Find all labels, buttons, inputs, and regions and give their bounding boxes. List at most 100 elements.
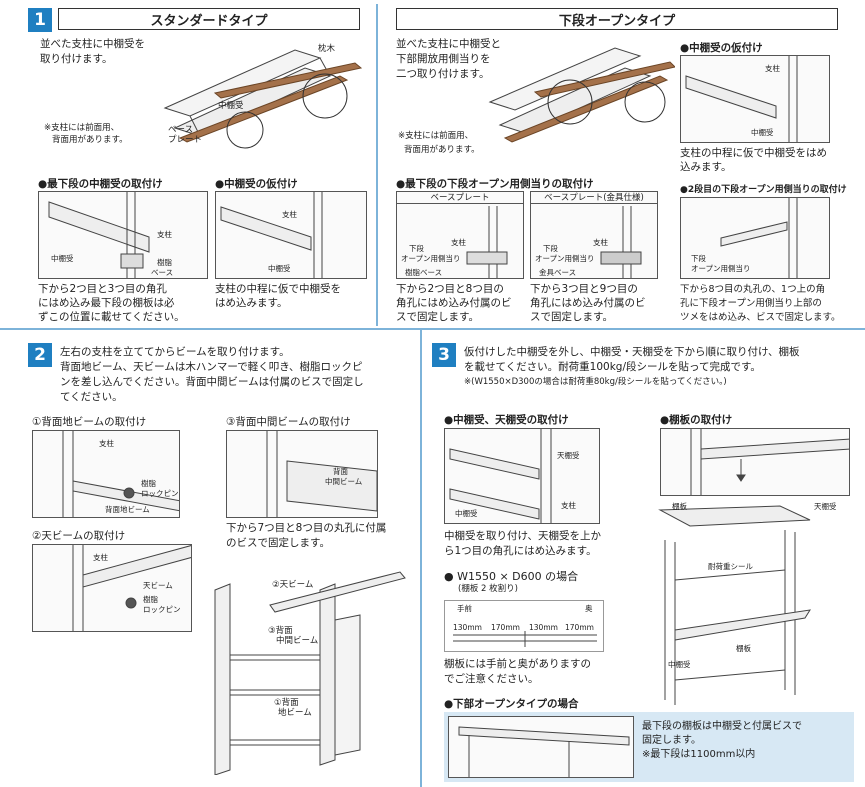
s2-f2-figure: 支柱 天ビーム 樹脂 ロックピン: [32, 544, 192, 632]
fig-label-open-2: オープン用側当り: [691, 264, 751, 273]
s3-cap1-1: 中棚受を取り付け、天棚受を上か: [444, 530, 601, 542]
fig-label-nakatana: 中棚受: [751, 128, 774, 137]
sub-title-a: ベースプレート: [397, 193, 523, 204]
fig-label-shichu: 支柱: [593, 238, 608, 247]
s1b-cap-b-3: スで固定します。: [530, 311, 613, 323]
step-1-badge: 1: [28, 8, 52, 32]
divider-vertical-bottom: [420, 330, 422, 787]
step-2-badge: 2: [28, 343, 52, 367]
s1-bottom-figure: 支柱 中棚受 樹脂 ベース: [38, 191, 208, 279]
fig-label-beam: 天ビーム: [143, 581, 173, 590]
s3-cap1-2: ら1つ目の角孔にはめ込みます。: [444, 545, 597, 557]
fig-label-tanaita-2: 棚板: [736, 644, 751, 653]
fig-label-shichu: 支柱: [99, 439, 114, 448]
s2-cap3-1: 下から7つ目と8つ目の丸孔に付属: [226, 522, 387, 534]
dim-1: 130mm: [453, 623, 482, 632]
s3-shelf-illustration: [658, 505, 811, 705]
s1b-cap-b-1: 下から3つ目と9つ目の: [530, 283, 638, 295]
dim-3: 130mm: [529, 623, 558, 632]
big-label-tenbeam: ②天ビーム: [272, 580, 314, 590]
s3-dim-figure: 手前 奥 130mm 170mm 130mm 170mm: [444, 600, 604, 652]
s1-bottom-cap-1: 下から2つ目と3つ目の角孔: [38, 283, 167, 295]
big-label-chukan-2: 中間ビーム: [276, 636, 319, 646]
big-label-ji-1: ①背面: [274, 698, 299, 708]
s1b-intro-2: 下部開放用側当りを: [396, 53, 491, 65]
s1-intro-2: 取り付けます。: [40, 53, 113, 65]
s1-intro-1: 並べた支柱に中棚受を: [40, 38, 145, 50]
s3-hw-sub: (棚板 2 枚割り): [458, 584, 518, 594]
fig-label-tenta: 天棚受: [814, 502, 837, 511]
s3-cap-open-2: 固定します。: [642, 735, 701, 746]
fig-label-base-1: 樹脂: [157, 258, 172, 267]
s3-capw-1: 棚板には手前と奥がありますの: [444, 658, 591, 670]
big-label-ji-2: 地ビーム: [278, 708, 312, 718]
s1b-intro-1: 並べた支柱に中棚受と: [396, 38, 501, 50]
s1b-base-a-figure: ベースプレート 支柱 下段 オープン用側当り 樹脂ベース: [396, 191, 524, 279]
standard-rack-illustration: [163, 49, 363, 149]
s1b-open-heading: ●最下段の下段オープン用側当りの取付け: [396, 178, 594, 190]
s3-h-open: ●下部オープンタイプの場合: [444, 698, 579, 710]
s3-f1-figure: 天棚受 支柱 中棚受: [444, 428, 600, 524]
s1-note-1: ※支柱には前面用、: [44, 123, 120, 133]
s2-h1: ①背面地ビームの取付け: [32, 416, 147, 428]
fig-label-pin-1: 樹脂: [143, 595, 158, 604]
fig-label-shichu: 支柱: [282, 210, 297, 219]
label-makuragi: 枕木: [318, 44, 336, 54]
s2-intro-2: 背面地ビーム、天ビームは木ハンマーで軽く叩き、樹脂ロックピ: [60, 361, 363, 373]
s2-intro-1: 左右の支柱を立ててからビームを取り付けます。: [60, 346, 290, 358]
fig-label-open-1: 下段: [543, 244, 558, 253]
s1-note-2: 背面用があります。: [52, 135, 128, 145]
s1b-2nd-heading: ●2段目の下段オープン用側当りの取付け: [680, 185, 847, 195]
s1b-2nd-figure: 下段 オープン用側当り: [680, 197, 830, 279]
fig-label-seal: 耐荷重シール: [708, 562, 753, 571]
dim-4: 170mm: [565, 623, 594, 632]
s3-open-box: 最下段の棚板は中棚受と付属ビスで 固定します。 ※最下段は1100mm以内: [444, 712, 854, 782]
dim-front: 手前: [457, 604, 472, 613]
s3-intro-1: 仮付けした中棚受を外し、中棚受・天棚受を下から順に取り付け、棚板: [464, 346, 800, 358]
s1b-2nd-cap-3: ツメをはめ込み、ビスで固定します。: [680, 312, 841, 323]
step-3-badge: 3: [432, 343, 456, 367]
s2-f1-figure: 支柱 樹脂 ロックピン 背面地ビーム: [32, 430, 180, 518]
s1b-cap-a-3: スで固定します。: [396, 311, 479, 323]
dim-back: 奥: [585, 604, 593, 613]
s1b-kari-cap-2: 込みます。: [680, 161, 732, 173]
s1b-cap-a-2: 角孔にはめ込み付属のビ: [396, 297, 512, 309]
fig-label-ten: 天棚受: [557, 451, 580, 460]
s1-bottom-heading: ●最下段の中棚受の取付け: [38, 178, 163, 190]
s1b-2nd-cap-1: 下から8つ目の丸孔の、1つ上の角: [680, 284, 826, 295]
label-base-1: ベース: [168, 125, 194, 135]
s1b-kari-heading: ●中棚受の仮付け: [680, 42, 763, 54]
fig-label-beam-2: 中間ビーム: [325, 477, 363, 486]
fig-label-open-2: オープン用側当り: [401, 254, 461, 263]
divider-vertical-top: [376, 4, 378, 326]
s2-intro-4: てください。: [60, 391, 123, 403]
s2-cap3-2: のビスで固定します。: [226, 537, 330, 549]
s3-open-figure: [448, 716, 634, 778]
s1b-kari-cap-1: 支柱の中程に仮で中棚受をはめ: [680, 147, 827, 159]
fig-label-pin-1: 樹脂: [141, 479, 156, 488]
fig-label-naka: 中棚受: [455, 509, 478, 518]
s1b-note-1: ※支柱には前面用、: [398, 131, 474, 141]
fig-label-open-1: 下段: [691, 254, 706, 263]
s1b-base-b-figure: ベースプレート(金具仕様) 支柱 下段 オープン用側当り 金具ベース: [530, 191, 658, 279]
fig-label-naka: 中棚受: [668, 660, 691, 669]
fig-label-base: 金具ベース: [539, 268, 577, 277]
big-label-chukan-1: ③背面: [268, 626, 293, 636]
standard-type-title: スタンダードタイプ: [58, 8, 360, 30]
label-base-2: プレート: [168, 135, 203, 145]
fig-label-shichu: 支柱: [93, 553, 108, 562]
s1b-intro-3: 二つ取り付けます。: [396, 68, 490, 80]
fig-label-beam: 背面地ビーム: [105, 505, 150, 514]
s1b-cap-b-2: 角孔にはめ込み付属のビ: [530, 297, 646, 309]
fig-label-pin-2: ロックピン: [143, 605, 181, 614]
fig-label-tanaita: 棚板: [672, 502, 687, 511]
s3-intro-3: ※(W1550×D300の場合は耐荷重80kg/段シールを貼ってください。): [464, 377, 727, 387]
fig-label-nakatana: 中棚受: [51, 254, 74, 263]
fig-label-shichu: 支柱: [157, 230, 172, 239]
fig-label-nakatana: 中棚受: [268, 264, 291, 273]
fig-label-beam-1: 背面: [333, 467, 348, 476]
s2-f3-figure: 背面 中間ビーム: [226, 430, 378, 518]
fig-label-base: 樹脂ベース: [405, 268, 443, 277]
s1-kari-cap-1: 支柱の中程に仮で中棚受を: [215, 283, 341, 295]
s3-capw-2: でご注意ください。: [444, 673, 539, 685]
